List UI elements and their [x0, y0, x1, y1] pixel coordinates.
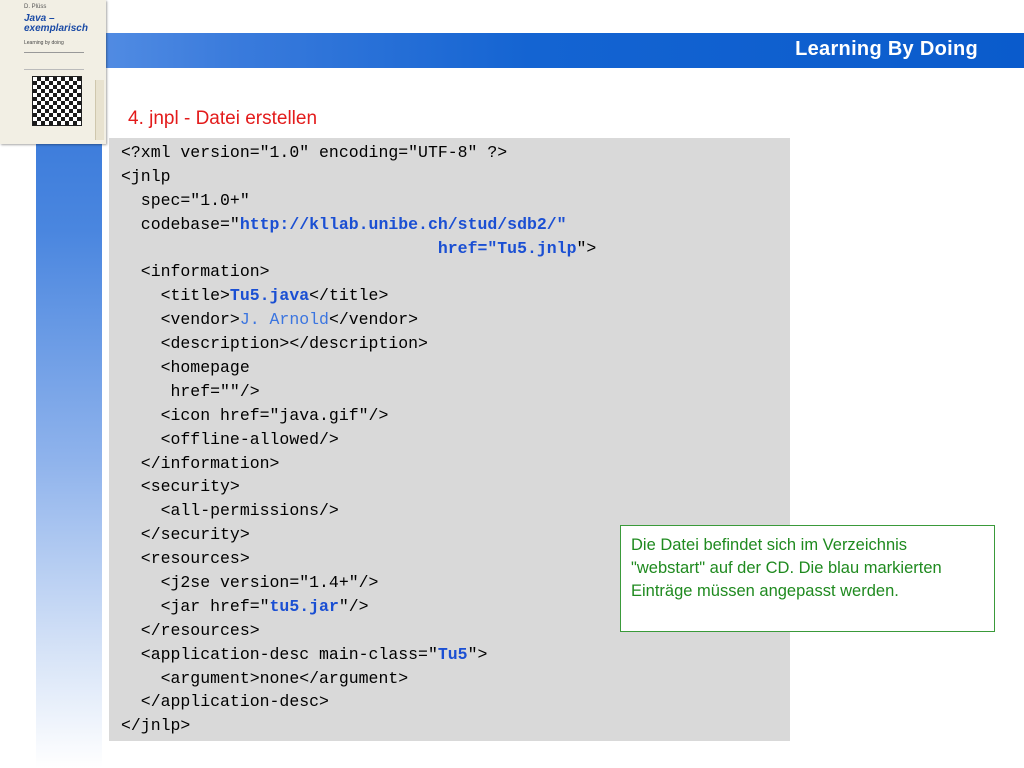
book-author: D. Plüss: [24, 4, 47, 10]
book-spine: [95, 80, 104, 140]
code-highlight: Tu5: [437, 644, 468, 664]
code-text: codebase=": [121, 214, 240, 234]
code-line: <jnlp: [121, 166, 171, 186]
code-text: ">: [576, 238, 597, 258]
code-line: <argument>none</argument>: [121, 668, 409, 688]
code-line: <title>Tu5.java</title>: [121, 284, 790, 308]
code-highlight: Tu5.java: [229, 286, 310, 306]
code-line: </information>: [121, 453, 280, 473]
code-text: "/>: [338, 596, 369, 616]
code-line: href=""/>: [121, 381, 260, 401]
code-text: <title>: [121, 286, 230, 306]
code-text: <vendor>: [121, 310, 240, 330]
code-highlight: J. Arnold: [239, 310, 329, 330]
book-cover-image: D. Plüss Java – exemplarisch Learning by…: [0, 0, 106, 144]
code-text: <application-desc main-class=": [121, 644, 438, 664]
code-line: <information>: [121, 262, 270, 282]
code-listing: <?xml version="1.0" encoding="UTF-8" ?> …: [109, 138, 790, 741]
code-highlight: tu5.jar: [269, 596, 339, 616]
brand-title: Learning By Doing: [795, 38, 978, 60]
code-text: <jar href=": [121, 596, 270, 616]
code-text: </vendor>: [328, 310, 419, 330]
code-line: </resources>: [121, 620, 260, 640]
code-line: <jar href="tu5.jar"/>: [121, 595, 790, 619]
code-highlight: http://kllab.unibe.ch/stud/sdb2/": [239, 214, 567, 234]
code-indent: [121, 239, 438, 258]
book-subtitle: Learning by doing: [24, 40, 64, 46]
code-line: <offline-allowed/>: [121, 429, 339, 449]
code-line: <j2se version="1.4+"/>: [121, 573, 379, 593]
book-title: Java – exemplarisch: [24, 13, 88, 34]
code-line: </jnlp>: [121, 716, 191, 736]
header-bar: [36, 33, 1024, 68]
code-line: <resources>: [121, 549, 250, 569]
book-cover-lines: [24, 52, 84, 70]
code-line: <all-permissions/>: [121, 501, 339, 521]
code-text: ">: [467, 644, 488, 664]
slide-title: 4. jnpl - Datei erstellen: [128, 108, 318, 129]
code-line: <homepage: [121, 358, 250, 378]
code-line: spec="1.0+": [121, 190, 250, 210]
code-highlight: href="Tu5.jnlp: [437, 238, 577, 258]
code-line: <application-desc main-class="Tu5">: [121, 643, 790, 667]
code-line: <icon href="java.gif"/>: [121, 405, 389, 425]
code-line: <?xml version="1.0" encoding="UTF-8" ?>: [121, 143, 508, 162]
code-line: </application-desc>: [121, 692, 329, 712]
code-text: </title>: [309, 286, 389, 306]
code-line: codebase="http://kllab.unibe.ch/stud/sdb…: [121, 213, 790, 237]
code-line: <vendor>J. Arnold</vendor>: [121, 308, 790, 332]
note-box: Die Datei befindet sich im Verzeichnis "…: [620, 525, 995, 632]
code-line: href="Tu5.jnlp">: [121, 237, 790, 261]
note-text: Die Datei befindet sich im Verzeichnis "…: [631, 536, 942, 600]
code-line: <description></description>: [121, 334, 428, 354]
chessboard-graphic: [32, 76, 82, 126]
code-line: <security>: [121, 477, 240, 497]
code-line: </security>: [121, 525, 250, 545]
